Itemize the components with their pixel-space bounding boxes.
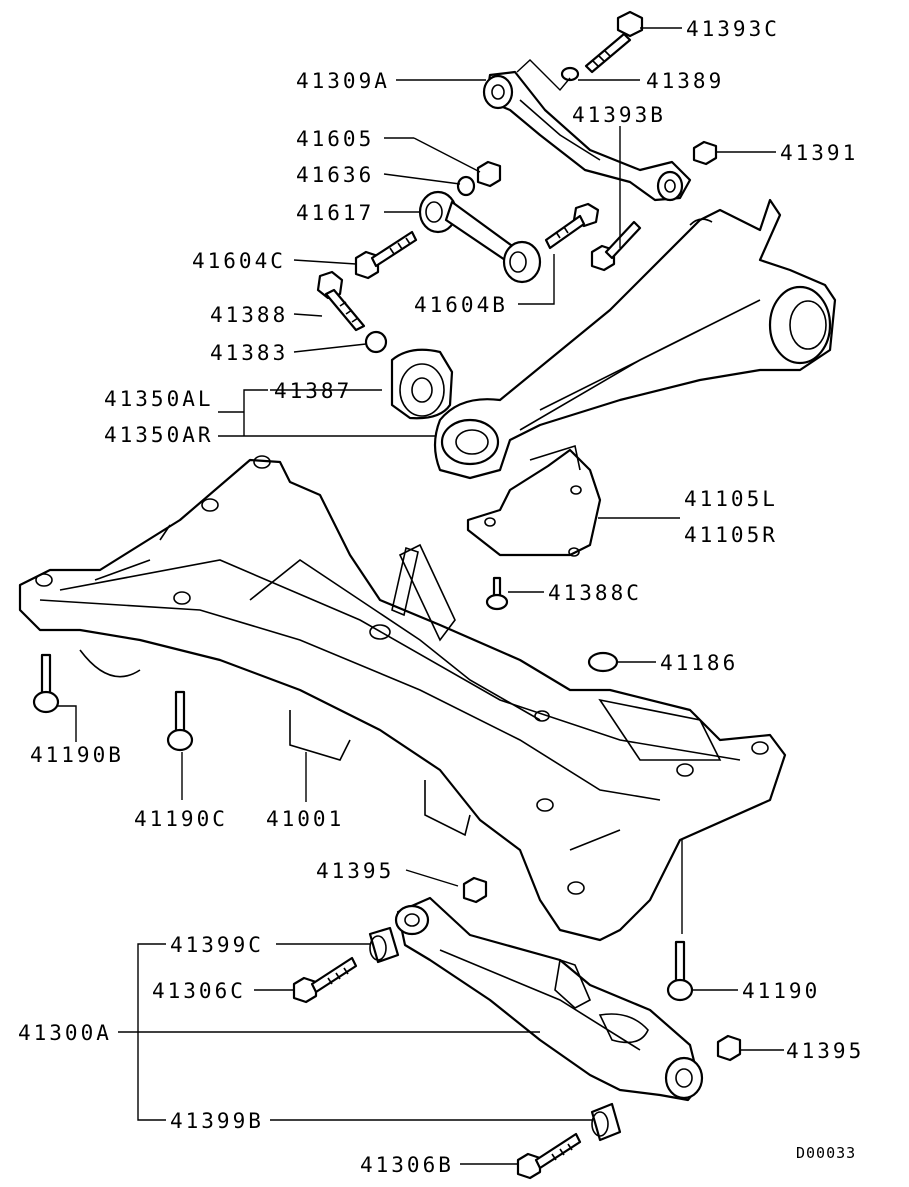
label-41395-lower: 41395 (786, 1039, 864, 1063)
label-41105l: 41105L (684, 487, 778, 511)
bolt-41604c (354, 230, 418, 280)
label-41389: 41389 (646, 69, 724, 93)
part-labels: 41393C 41309A 41389 41393B 41605 41391 4… (18, 17, 864, 1177)
label-41387: 41387 (274, 379, 352, 403)
upper-arm-41309a (482, 70, 692, 202)
bolt-41388 (316, 270, 366, 332)
washer-41186 (587, 651, 619, 673)
label-41306c: 41306C (152, 979, 246, 1003)
bolt-41190c (166, 690, 194, 752)
bolt-41190b (32, 653, 60, 714)
label-41399b: 41399B (170, 1109, 264, 1133)
label-41300a: 41300A (18, 1021, 112, 1045)
label-41636: 41636 (296, 163, 374, 187)
bolt-41306b (516, 1132, 582, 1180)
label-41391: 41391 (780, 141, 858, 165)
bracket-41105 (466, 444, 602, 557)
nut-41395-lower (716, 1034, 742, 1062)
bolt-41306c (292, 956, 358, 1004)
toe-control-link-41617 (418, 190, 542, 284)
bolt-41190 (666, 940, 694, 1002)
label-41395-upper: 41395 (316, 859, 394, 883)
crossmember-41001 (18, 455, 787, 942)
washer-41383 (364, 330, 388, 354)
label-41399c: 41399C (170, 933, 264, 957)
label-41604b: 41604B (414, 293, 508, 317)
bolt-41604b (544, 202, 600, 250)
nut-41395-upper (462, 876, 488, 904)
washer-41636 (456, 175, 476, 197)
label-41393b: 41393B (572, 103, 666, 127)
bushing-41387 (390, 348, 454, 420)
trailing-arm-41350a (433, 198, 837, 480)
label-41309a: 41309A (296, 69, 390, 93)
label-41605: 41605 (296, 127, 374, 151)
label-41105r: 41105R (684, 523, 778, 547)
label-41350ar: 41350AR (104, 423, 214, 447)
diagram-code: D00033 (796, 1144, 856, 1162)
lower-arm-41300a (394, 896, 704, 1102)
label-41001: 41001 (266, 807, 344, 831)
leader-lines (58, 27, 784, 1165)
label-41186: 41186 (660, 651, 738, 675)
label-41393c: 41393C (686, 17, 780, 41)
bolt-41393c (584, 10, 644, 74)
bolt-41388c (485, 576, 509, 611)
label-41617: 41617 (296, 201, 374, 225)
label-41350al: 41350AL (104, 387, 214, 411)
label-41604c: 41604C (192, 249, 286, 273)
label-41306b: 41306B (360, 1153, 454, 1177)
bushing-41399c (368, 926, 400, 964)
label-41190b: 41190B (30, 743, 124, 767)
nut-41391 (692, 140, 718, 166)
bolt-41393b (590, 220, 642, 272)
nut-41605 (476, 160, 502, 188)
bushing-41399b (590, 1102, 622, 1142)
label-41190: 41190 (742, 979, 820, 1003)
label-41190c: 41190C (134, 807, 228, 831)
washer-41389 (560, 66, 580, 82)
label-41388: 41388 (210, 303, 288, 327)
label-41388c: 41388C (548, 581, 642, 605)
label-41383: 41383 (210, 341, 288, 365)
